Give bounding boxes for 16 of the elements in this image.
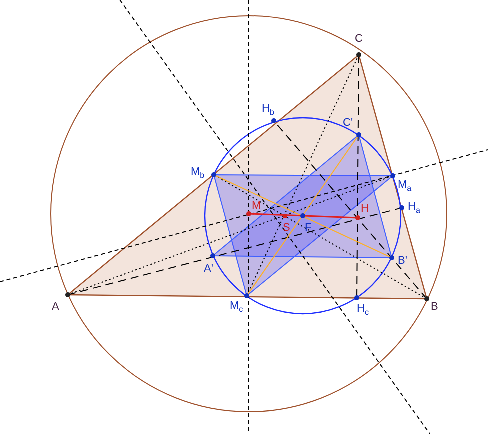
point-label: H$_{c}$ [357, 303, 369, 320]
point-label: S [283, 222, 290, 234]
point-label: A [52, 301, 60, 313]
point-label: H$_{a}$ [408, 201, 420, 218]
point-label: B' [398, 255, 408, 267]
point-label: M$_{b}$ [191, 166, 205, 182]
point-label: A' [204, 263, 214, 275]
point-label: M$_{a}$ [398, 179, 412, 196]
point-label: H [361, 203, 369, 215]
point-label: H$_{b}$ [262, 103, 274, 120]
point-label: M$_{c}$ [230, 300, 244, 316]
point-label: M [252, 200, 262, 212]
point-label: C [355, 33, 363, 45]
point-label: B [431, 301, 438, 313]
point-label: C' [343, 117, 354, 129]
point-label: F [305, 222, 312, 234]
